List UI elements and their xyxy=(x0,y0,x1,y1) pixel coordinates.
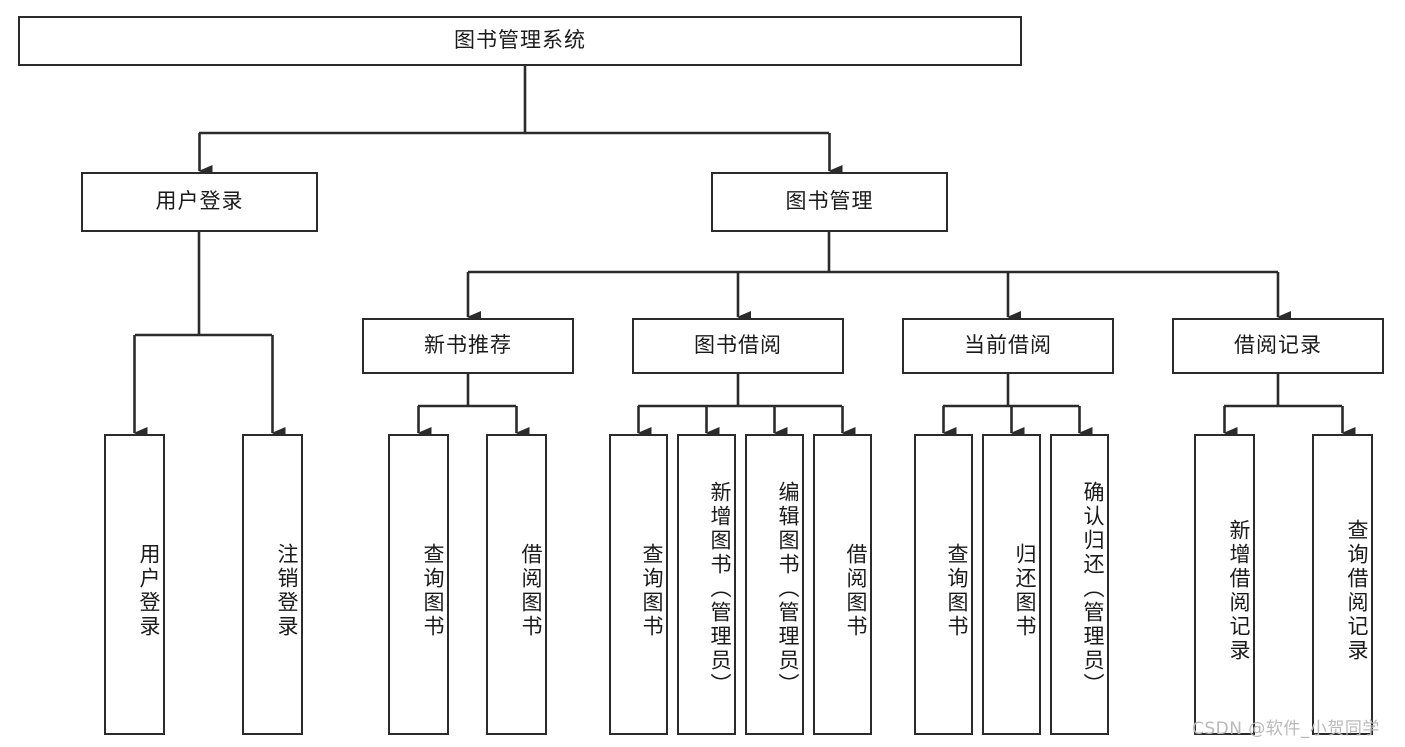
node-label: 注销登录 xyxy=(275,542,299,639)
node-label: 借阅图书 xyxy=(844,542,868,639)
leaf-query-borrowing-record[interactable]: 查询借阅记录 xyxy=(1312,434,1373,735)
node-book-management[interactable]: 图书管理 xyxy=(711,172,948,232)
leaf-borrow-book-recommendation[interactable]: 借阅图书 xyxy=(486,434,547,735)
node-user-login[interactable]: 用户登录 xyxy=(81,172,318,232)
node-label: 图书借阅 xyxy=(694,333,782,358)
node-label: 图书管理 xyxy=(785,189,874,214)
node-label: 查询借阅记录 xyxy=(1345,518,1369,663)
node-label: 新书推荐 xyxy=(424,333,512,358)
leaf-confirm-return-admin[interactable]: 确认归还（管理员） xyxy=(1050,434,1109,735)
node-label: 查询图书 xyxy=(640,542,664,639)
leaf-query-book-current[interactable]: 查询图书 xyxy=(914,434,973,735)
node-root-book-management-system[interactable]: 图书管理系统 xyxy=(18,16,1022,66)
node-label: 用户登录 xyxy=(137,542,161,639)
node-label: 查询图书 xyxy=(421,542,445,639)
leaf-query-book-recommendation[interactable]: 查询图书 xyxy=(388,434,449,735)
node-label: 图书管理系统 xyxy=(454,28,586,53)
node-label: 查询图书 xyxy=(945,542,969,639)
leaf-query-book-borrowing[interactable]: 查询图书 xyxy=(609,434,668,735)
node-label: 编辑图书（管理员） xyxy=(776,480,800,697)
node-label: 归还图书 xyxy=(1013,542,1037,639)
node-label: 借阅记录 xyxy=(1234,333,1322,358)
leaf-add-book-admin[interactable]: 新增图书（管理员） xyxy=(677,434,736,735)
leaf-borrow-book-borrowing[interactable]: 借阅图书 xyxy=(813,434,872,735)
node-borrowing-record[interactable]: 借阅记录 xyxy=(1172,318,1384,374)
node-current-borrowing[interactable]: 当前借阅 xyxy=(902,318,1114,374)
node-label: 新增图书（管理员） xyxy=(708,480,732,697)
node-label: 借阅图书 xyxy=(519,542,543,639)
leaf-add-borrowing-record[interactable]: 新增借阅记录 xyxy=(1194,434,1255,735)
node-label: 用户登录 xyxy=(155,189,244,214)
csdn-watermark: CSDN @软件_小贺同学 xyxy=(1192,719,1380,739)
leaf-edit-book-admin[interactable]: 编辑图书（管理员） xyxy=(745,434,804,735)
node-book-borrowing[interactable]: 图书借阅 xyxy=(632,318,844,374)
node-label: 当前借阅 xyxy=(964,333,1052,358)
node-label: 确认归还（管理员） xyxy=(1081,480,1105,697)
leaf-return-book[interactable]: 归还图书 xyxy=(982,434,1041,735)
node-new-book-recommendation[interactable]: 新书推荐 xyxy=(362,318,574,374)
leaf-user-login[interactable]: 用户登录 xyxy=(104,434,165,735)
leaf-logout-login[interactable]: 注销登录 xyxy=(242,434,303,735)
node-label: 新增借阅记录 xyxy=(1227,518,1251,663)
